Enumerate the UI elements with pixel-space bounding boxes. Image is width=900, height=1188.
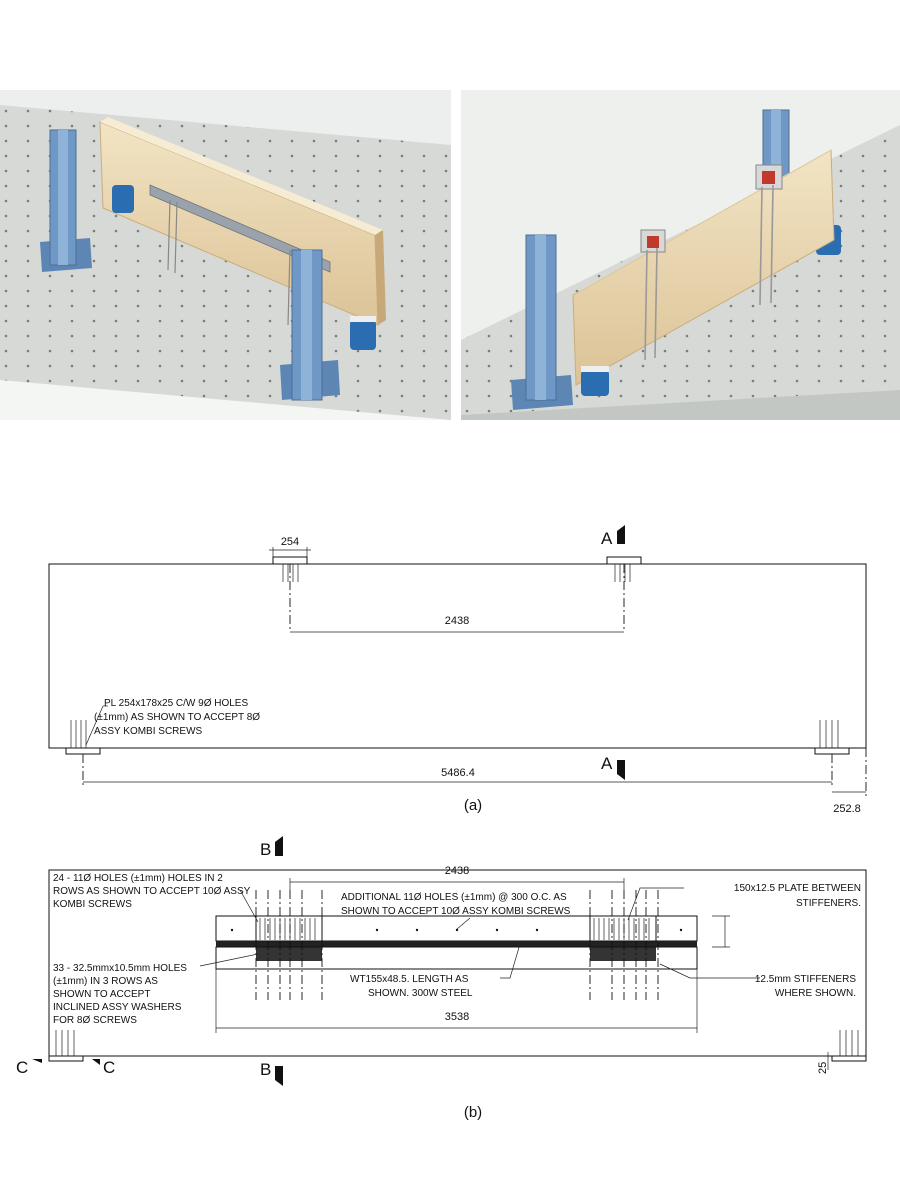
svg-text:ADDITIONAL 11Ø HOLES (±1mm) @: ADDITIONAL 11Ø HOLES (±1mm) @ 300 O.C. A… bbox=[341, 892, 567, 903]
note-plate: 150x12.5 PLATE BETWEEN STIFFENERS. bbox=[627, 883, 861, 921]
svg-text:12.5mm STIFFENERS: 12.5mm STIFFENERS bbox=[755, 974, 856, 985]
dimension-spacing-text: 2438 bbox=[445, 615, 469, 627]
beam-elevation-drawing-a: 254 2438 A A PL 254x178x25 C/W 9Ø HOLES bbox=[0, 520, 900, 820]
load-cell-left bbox=[112, 185, 134, 213]
dimension-spacing-text: 2438 bbox=[445, 865, 469, 877]
section-arrow-b-top bbox=[275, 836, 283, 856]
stiffener-centerlines bbox=[255, 890, 659, 1000]
dimension-spacing: 2438 bbox=[290, 615, 624, 633]
svg-text:PL 254x178x25 C/W 9Ø HOLES: PL 254x178x25 C/W 9Ø HOLES bbox=[104, 698, 248, 709]
dimension-end-gap: 25 bbox=[817, 1052, 829, 1074]
beam-outline bbox=[48, 563, 867, 749]
figure-caption-a: (a) bbox=[464, 797, 482, 814]
svg-text:33 - 32.5mmx10.5mm HOLES: 33 - 32.5mmx10.5mm HOLES bbox=[53, 963, 187, 974]
reaction-column-near bbox=[511, 234, 609, 410]
dimension-overhang-text: 252.8 bbox=[833, 803, 861, 815]
beam-outline bbox=[48, 869, 867, 1057]
plate-note: PL 254x178x25 C/W 9Ø HOLES (±1mm) AS SHO… bbox=[85, 698, 260, 746]
svg-text:150x12.5 PLATE BETWEEN: 150x12.5 PLATE BETWEEN bbox=[734, 883, 861, 894]
section-arrow-b-bottom bbox=[275, 1066, 283, 1086]
svg-text:SHOWN TO ACCEPT: SHOWN TO ACCEPT bbox=[53, 989, 150, 1000]
dimension-plate-width: 254 bbox=[269, 536, 311, 557]
svg-text:ROWS AS SHOWN TO ACCEPT 10Ø AS: ROWS AS SHOWN TO ACCEPT 10Ø ASSY bbox=[53, 886, 251, 897]
section-mark-c-left: C bbox=[16, 1058, 28, 1077]
support-plate-left bbox=[48, 1030, 84, 1062]
support-plate-right bbox=[814, 720, 850, 755]
load-cell-near bbox=[581, 370, 609, 396]
svg-text:SHOWN. 300W STEEL: SHOWN. 300W STEEL bbox=[368, 988, 473, 999]
svg-text:(±1mm) IN 3 ROWS AS: (±1mm) IN 3 ROWS AS bbox=[53, 976, 158, 987]
dimension-tee-length-text: 3538 bbox=[445, 1011, 469, 1023]
section-mark-c-right: C bbox=[103, 1058, 115, 1077]
svg-text:WHERE SHOWN.: WHERE SHOWN. bbox=[775, 988, 856, 999]
svg-text:STIFFENERS.: STIFFENERS. bbox=[796, 898, 861, 909]
section-arrow-top bbox=[617, 525, 625, 544]
svg-text:(±1mm) AS SHOWN TO ACCEPT 8Ø: (±1mm) AS SHOWN TO ACCEPT 8Ø bbox=[94, 712, 260, 723]
dimension-end-gap-text: 25 bbox=[817, 1062, 829, 1074]
dimension-span-text: 5486.4 bbox=[441, 767, 475, 779]
section-arrow-bottom bbox=[617, 760, 625, 780]
section-mark-bottom: A bbox=[601, 754, 613, 773]
test-setup-illustration bbox=[461, 90, 900, 420]
dimension-span: 5486.4 bbox=[82, 754, 833, 788]
svg-text:INCLINED ASSY WASHERS: INCLINED ASSY WASHERS bbox=[53, 1002, 182, 1013]
reaction-column-left bbox=[40, 129, 134, 272]
section-arrow-c-right bbox=[92, 1059, 100, 1065]
dimension-overhang: 252.8 bbox=[832, 748, 867, 815]
section-mark-top: A bbox=[601, 529, 613, 548]
test-setup-rendering-right bbox=[461, 90, 900, 420]
section-mark-b-bottom: B bbox=[260, 1060, 271, 1079]
support-plate-right bbox=[831, 1030, 867, 1062]
support-plate-left bbox=[65, 720, 101, 755]
section-arrow-c-left bbox=[32, 1059, 42, 1063]
svg-text:WT155x48.5. LENGTH AS: WT155x48.5. LENGTH AS bbox=[350, 974, 469, 985]
note-washers: 33 - 32.5mmx10.5mm HOLES (±1mm) IN 3 ROW… bbox=[53, 953, 259, 1026]
section-mark-b-top: B bbox=[260, 840, 271, 859]
load-cell-right bbox=[350, 320, 376, 350]
dimension-spacing: 2438 bbox=[289, 865, 625, 890]
svg-text:24 - 11Ø HOLES (±1mm) HOLES IN: 24 - 11Ø HOLES (±1mm) HOLES IN 2 bbox=[53, 873, 223, 884]
note-additional-holes: ADDITIONAL 11Ø HOLES (±1mm) @ 300 O.C. A… bbox=[341, 892, 571, 930]
figure-caption-b: (b) bbox=[464, 1104, 482, 1121]
loading-bracket bbox=[640, 164, 783, 361]
screw-group-left bbox=[255, 915, 323, 961]
svg-text:KOMBI SCREWS: KOMBI SCREWS bbox=[53, 899, 132, 910]
screw-group-right bbox=[589, 915, 657, 961]
note-holes-top: 24 - 11Ø HOLES (±1mm) HOLES IN 2 ROWS AS… bbox=[53, 873, 259, 923]
svg-text:ASSY KOMBI SCREWS: ASSY KOMBI SCREWS bbox=[94, 726, 203, 737]
dimension-plate-width-text: 254 bbox=[281, 536, 299, 548]
note-tee: WT155x48.5. LENGTH AS SHOWN. 300W STEEL bbox=[350, 943, 521, 999]
test-setup-rendering-left bbox=[0, 90, 451, 420]
svg-text:SHOWN TO ACCEPT 10Ø ASSY KOMBI: SHOWN TO ACCEPT 10Ø ASSY KOMBI SCREWS bbox=[341, 906, 571, 917]
svg-text:FOR 8Ø SCREWS: FOR 8Ø SCREWS bbox=[53, 1015, 137, 1026]
test-setup-illustration bbox=[0, 90, 451, 420]
reaction-column-right bbox=[280, 249, 376, 401]
note-stiffeners: 12.5mm STIFFENERS WHERE SHOWN. bbox=[659, 963, 856, 999]
dimension-tee-length: 3538 bbox=[215, 969, 698, 1033]
steel-tee-elevation bbox=[215, 915, 730, 970]
beam-elevation-drawing-b: B B 2438 bbox=[0, 830, 900, 1130]
